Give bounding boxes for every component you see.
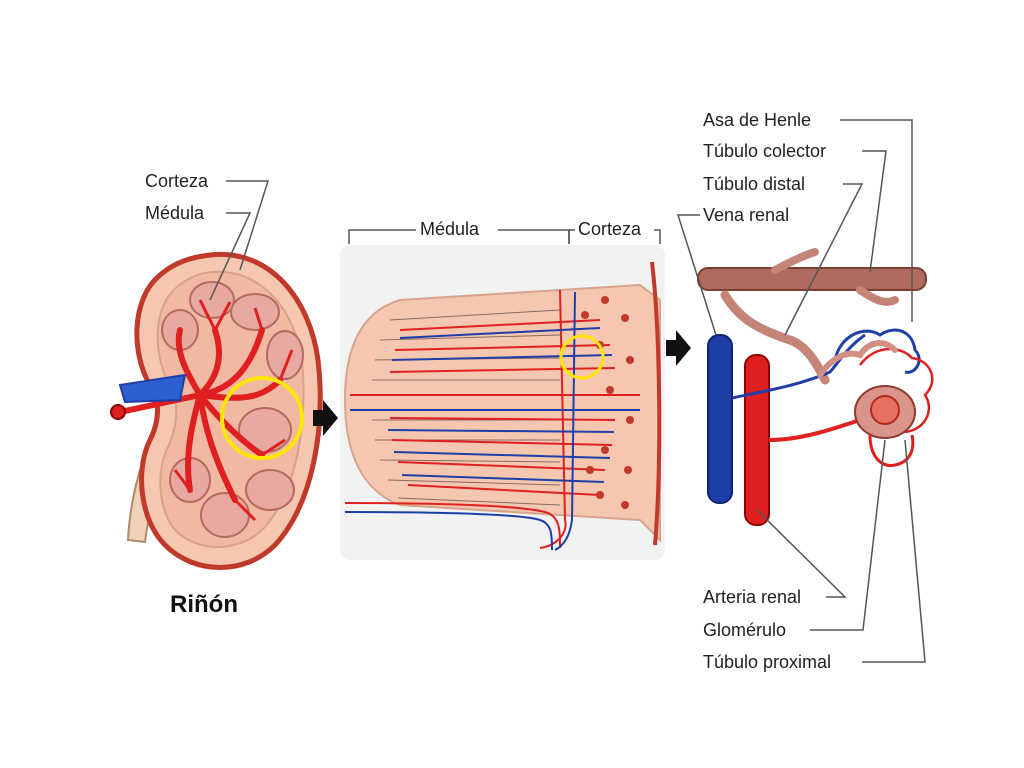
kidney-illustration	[110, 251, 323, 570]
label-medula-section: Médula	[420, 219, 480, 239]
label-medula-kidney: Médula	[145, 203, 205, 223]
arrow-icon	[313, 400, 338, 436]
label-glomerulo: Glomérulo	[703, 620, 787, 640]
label-corteza-section: Corteza	[578, 219, 642, 239]
label-asa-de-henle: Asa de Henle	[703, 110, 812, 130]
label-tubulo-distal: Túbulo distal	[703, 174, 806, 194]
medulla-cortex-section	[340, 245, 665, 560]
kidney-highlight-circle	[220, 376, 304, 460]
nephron-illustration	[697, 248, 934, 526]
kidney-leader-lines	[209, 180, 270, 301]
section-highlight-circle	[559, 334, 605, 380]
nephron-leader-lines	[676, 119, 926, 663]
arrow-icon	[666, 330, 691, 366]
section-brackets	[348, 229, 661, 244]
label-tubulo-colector: Túbulo colector	[703, 141, 827, 161]
label-corteza-kidney: Corteza	[145, 171, 209, 191]
label-vena-renal: Vena renal	[703, 205, 790, 225]
label-arteria-renal: Arteria renal	[703, 587, 802, 607]
kidney-title: Riñón	[170, 591, 238, 618]
label-tubulo-proximal: Túbulo proximal	[703, 652, 832, 672]
